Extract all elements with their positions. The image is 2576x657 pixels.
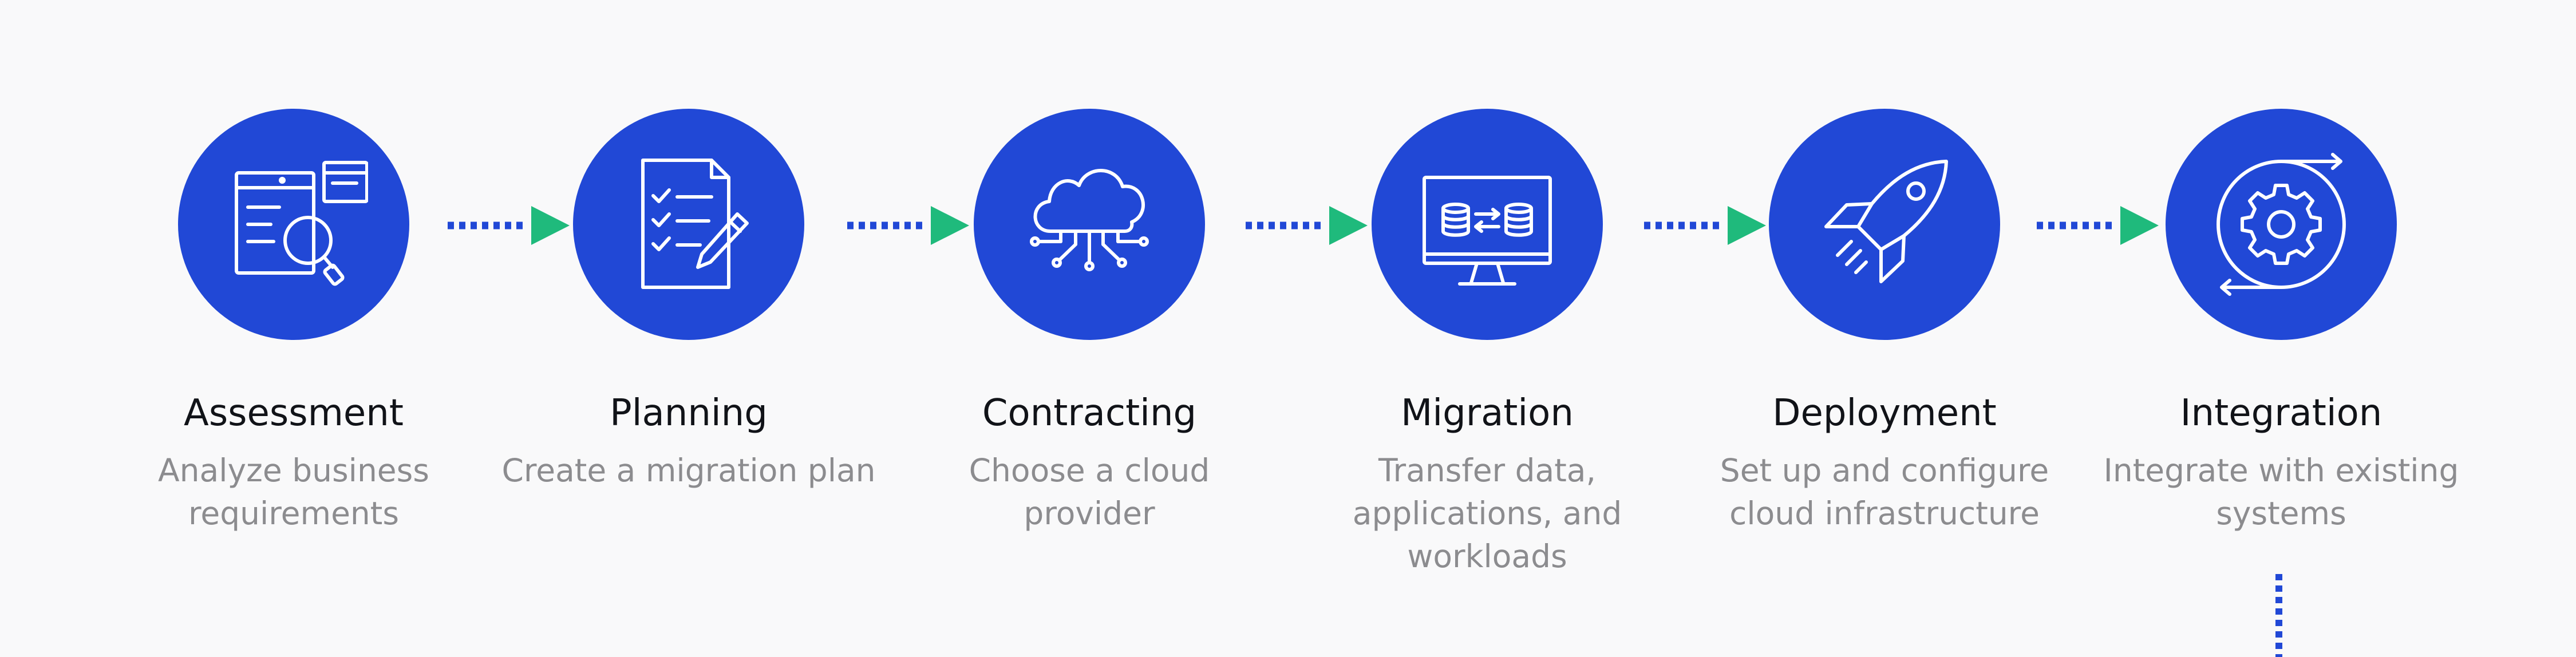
step-description-line: Create a migration plan: [501, 452, 876, 489]
connector-arrow-1: [448, 206, 570, 245]
step-description: Set up and configure cloud infrastructur…: [1696, 449, 2073, 535]
step-description-line: cloud infrastructure: [1729, 494, 2040, 532]
step-title: Assessment: [184, 392, 404, 434]
step-circle: [2166, 109, 2397, 340]
step-migration: Migration Transfer data, applications, a…: [1298, 109, 1676, 578]
document-search-icon: [235, 161, 368, 286]
connector-arrow-3: [1246, 206, 1368, 245]
step-circle: [573, 109, 804, 340]
connector-arrow-4: [1644, 206, 1766, 245]
step-circle: [1769, 109, 2000, 340]
step-title: Planning: [610, 392, 768, 434]
step-integration: Integration Integrate with existing syst…: [2092, 109, 2470, 535]
step-description: Analyze business requirements: [105, 449, 483, 535]
step-description: Choose a cloud provider: [900, 449, 1278, 535]
step-description-line: Choose a cloud: [969, 452, 1210, 489]
connector-arrow-5: [2037, 206, 2159, 245]
step-planning: Planning Create a migration plan: [500, 109, 878, 492]
step-assessment: Assessment Analyze business requirements: [105, 109, 483, 535]
step-circle: [974, 109, 1205, 340]
connector-arrow-2: [847, 206, 969, 245]
step-description-line: requirements: [188, 494, 400, 532]
step-circle: [1372, 109, 1603, 340]
step-description-line: systems: [2216, 494, 2346, 532]
step-description-line: applications, and: [1352, 494, 1622, 532]
step-description-line: Set up and configure: [1720, 452, 2049, 489]
step-title: Contracting: [982, 392, 1197, 434]
step-circle: [178, 109, 409, 340]
step-description: Integrate with existing systems: [2092, 449, 2470, 535]
step-deployment: Deployment Set up and configure cloud in…: [1696, 109, 2073, 535]
cloud-network-icon: [1030, 169, 1149, 271]
vertical-connector-dots: [2275, 574, 2282, 657]
rocket-icon: [1824, 160, 1948, 283]
gear-cycle-icon: [2217, 153, 2346, 296]
database-transfer-monitor-icon: [1423, 176, 1552, 286]
step-description-line: workloads: [1407, 537, 1567, 575]
step-description-line: Transfer data,: [1378, 452, 1596, 489]
checklist-pencil-icon: [641, 159, 749, 289]
step-description: Transfer data, applications, and workloa…: [1298, 449, 1676, 578]
step-description-line: provider: [1024, 494, 1155, 532]
step-title: Migration: [1401, 392, 1574, 434]
step-description-line: Integrate with existing: [2103, 452, 2459, 489]
step-contracting: Contracting Choose a cloud provider: [900, 109, 1278, 535]
step-description-line: Analyze business: [158, 452, 429, 489]
step-description: Create a migration plan: [500, 449, 878, 492]
step-title: Deployment: [1772, 392, 1997, 434]
step-title: Integration: [2180, 392, 2383, 434]
